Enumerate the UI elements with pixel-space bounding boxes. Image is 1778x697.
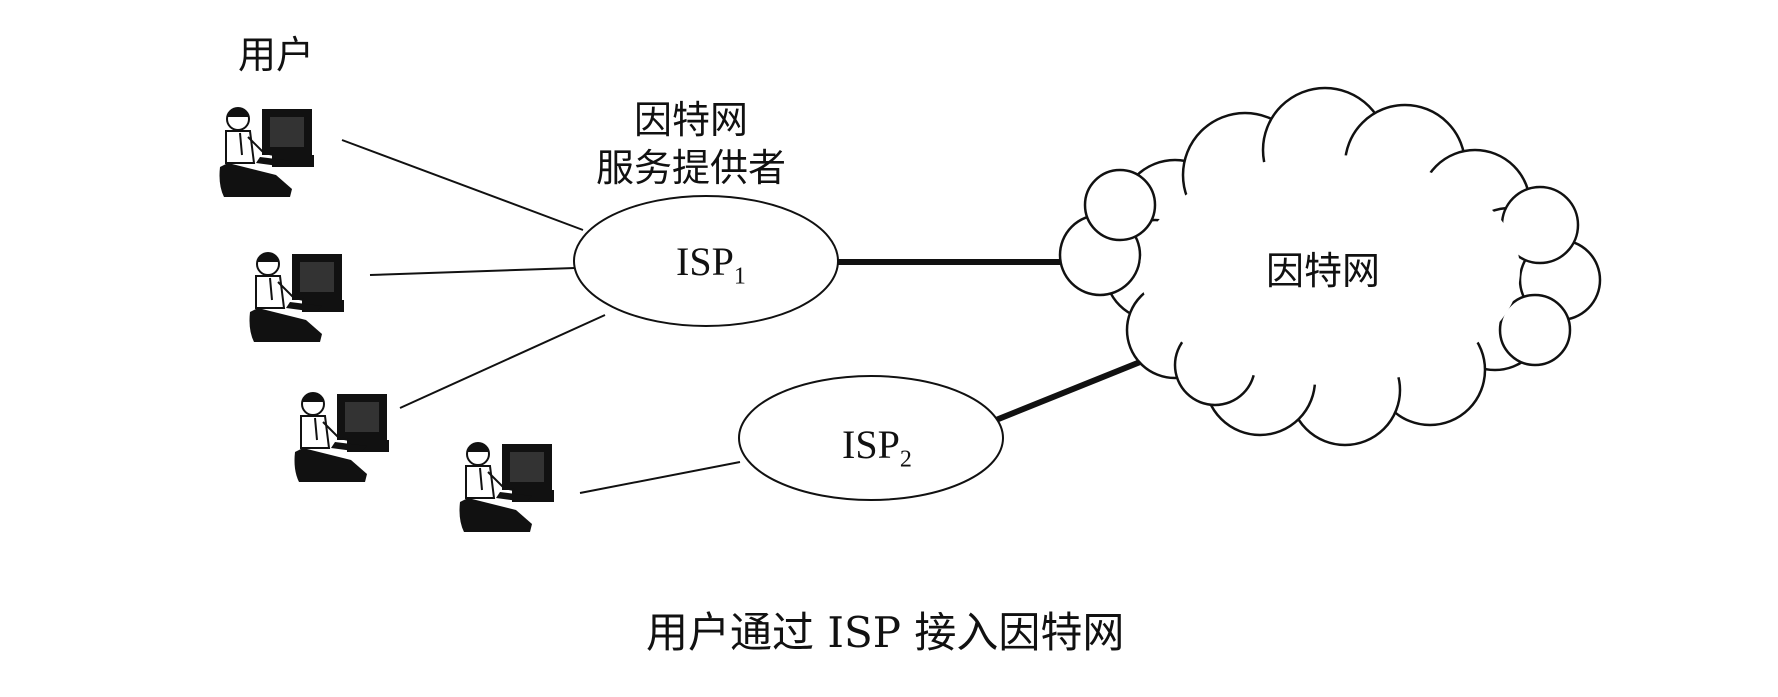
- isp-description-line2: 服务提供者: [596, 146, 787, 190]
- isp1-node: [573, 195, 839, 327]
- isp2-name: ISP: [842, 422, 900, 467]
- link-user3-isp1: [399, 314, 606, 409]
- isp1-name: ISP: [676, 239, 734, 284]
- user-links: [341, 139, 741, 494]
- link-user4-isp2: [579, 461, 741, 494]
- link-user1-isp1: [341, 139, 584, 231]
- isp2-subscript: 2: [899, 446, 912, 473]
- isp1-label: ISP1: [676, 239, 746, 290]
- users: [218, 107, 555, 533]
- isp-description: 因特网 服务提供者: [596, 96, 786, 192]
- isp1-subscript: 1: [733, 263, 746, 290]
- user-3: [293, 392, 390, 483]
- internet-cloud: [1058, 86, 1602, 447]
- internet-label: 因特网: [1266, 249, 1381, 293]
- link-user2-isp1: [369, 267, 576, 276]
- users-label: 用户: [238, 33, 315, 77]
- isp-description-line1: 因特网: [634, 98, 749, 142]
- isp2-node: [738, 375, 1004, 501]
- user-2: [248, 252, 345, 343]
- diagram-caption: 用户通过 ISP 接入因特网: [646, 608, 1125, 657]
- user-1: [218, 107, 315, 198]
- link-isp2-internet: [994, 351, 1162, 423]
- isp2-label: ISP2: [842, 422, 912, 473]
- user-4: [458, 442, 555, 533]
